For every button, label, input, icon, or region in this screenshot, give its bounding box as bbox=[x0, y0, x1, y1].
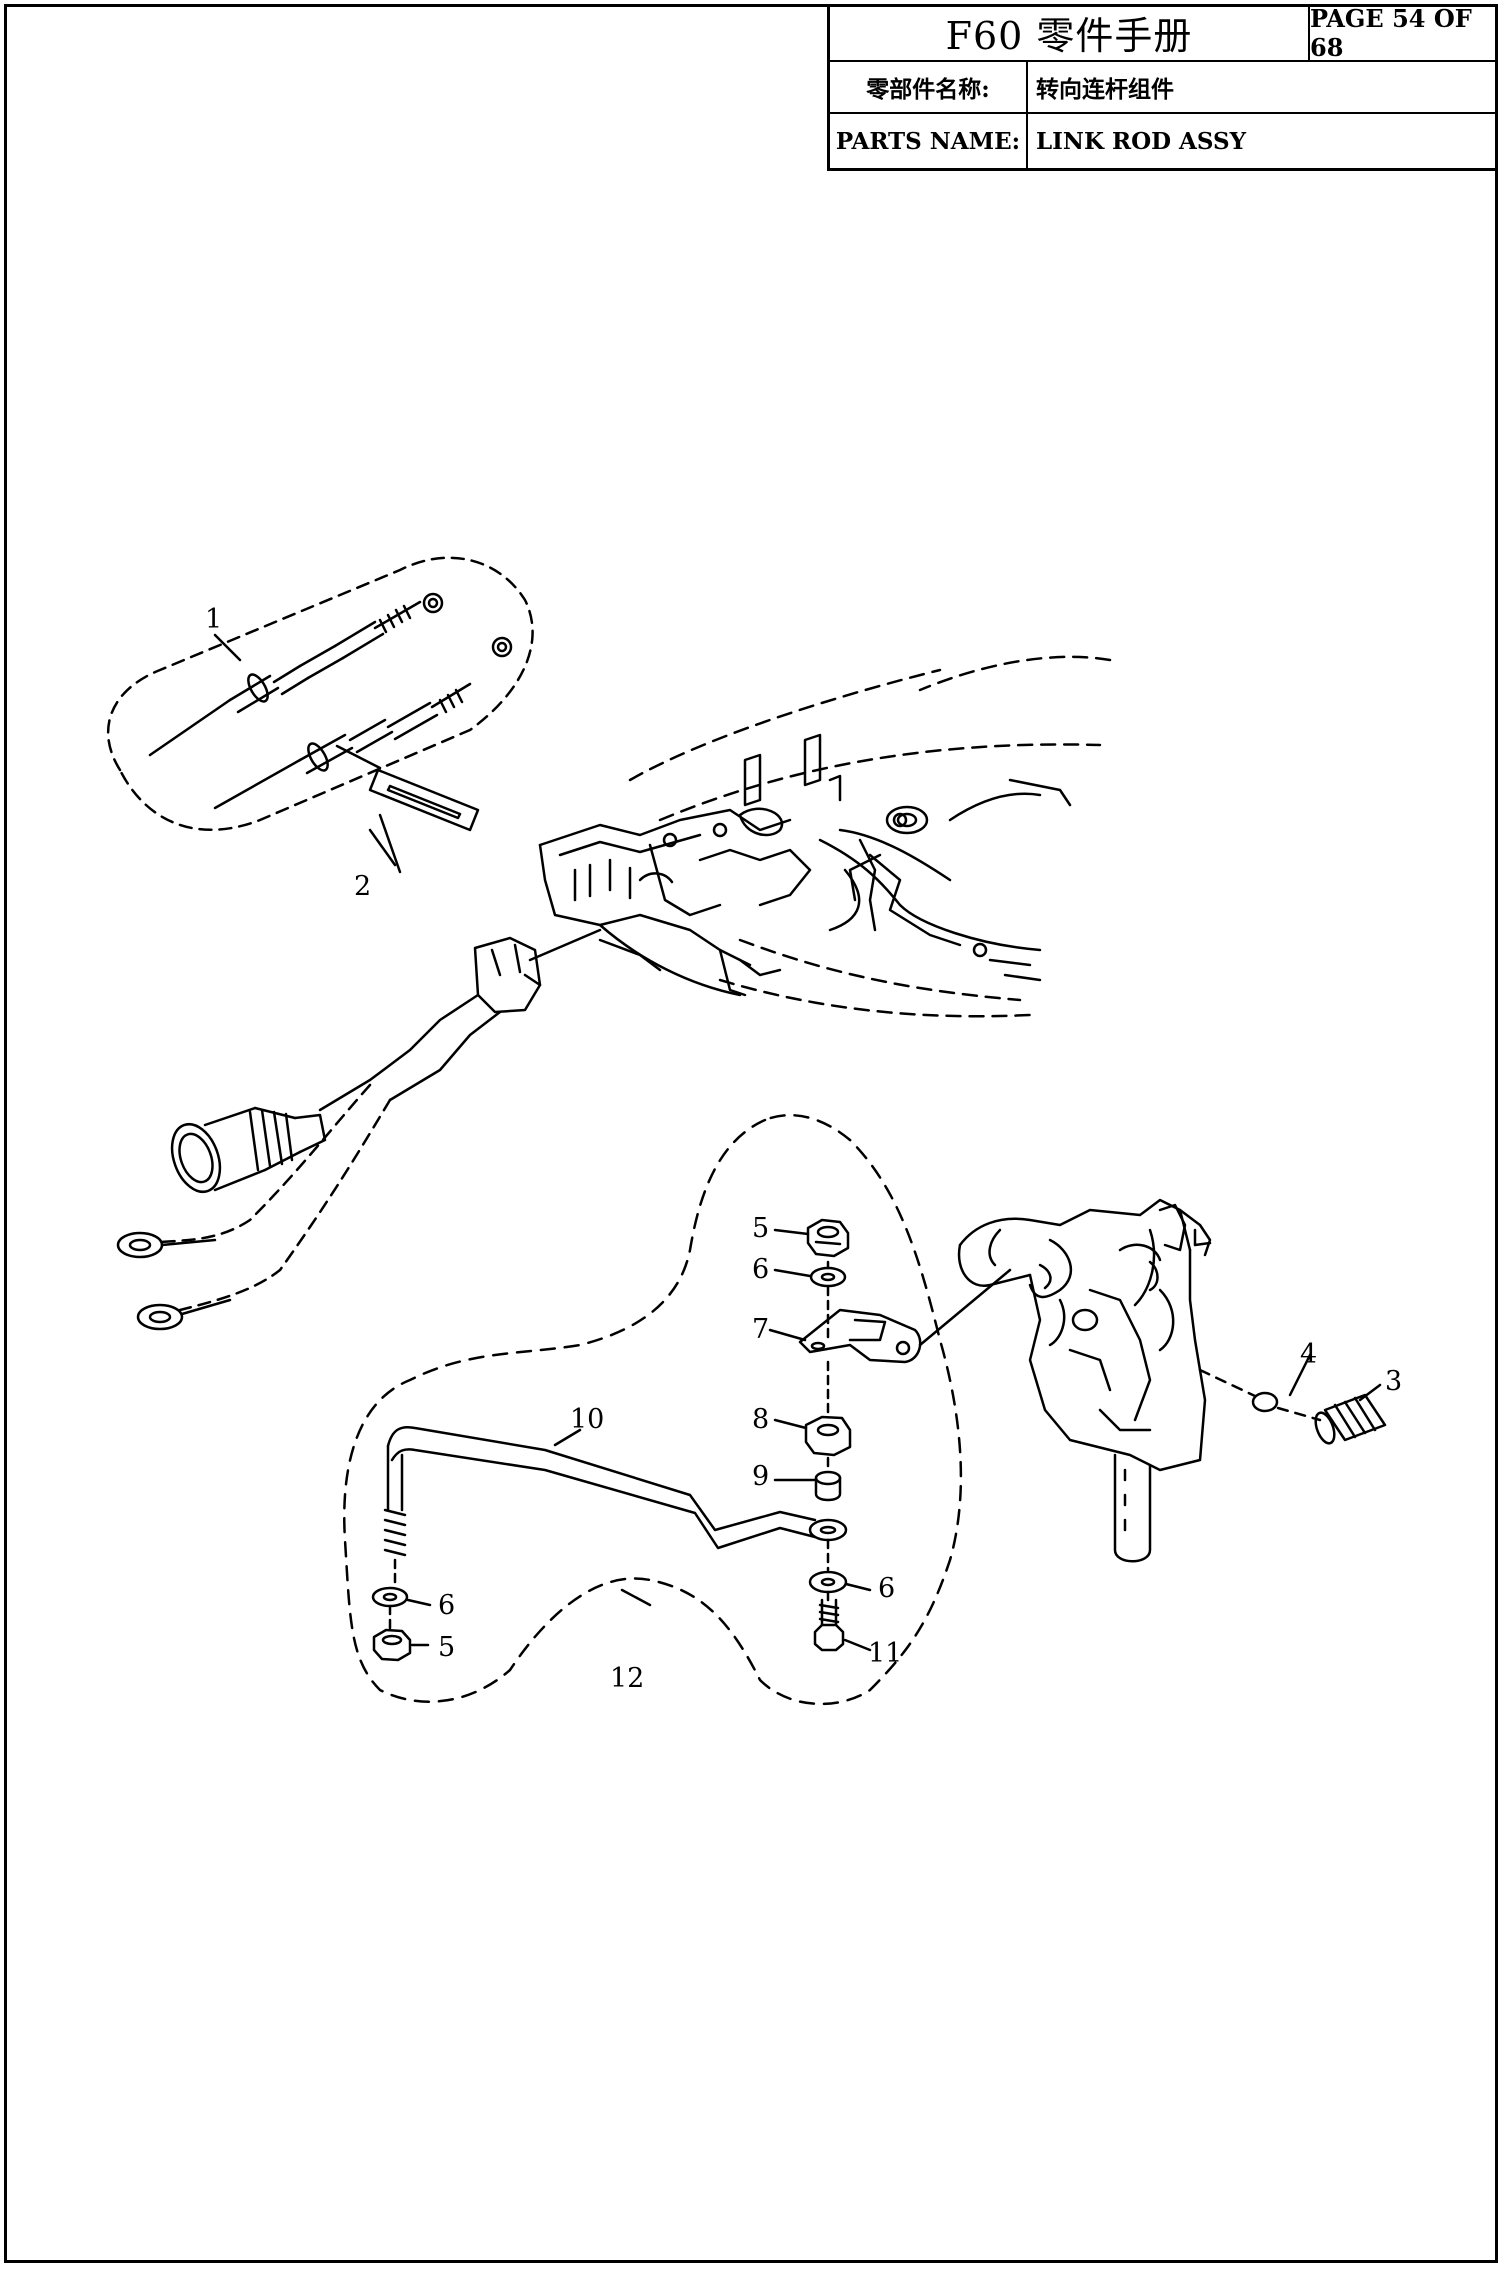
title-row: F60 零件手册 PAGE 54 OF 68 bbox=[830, 4, 1498, 62]
cn-name-row: 零部件名称: 转向连杆组件 bbox=[830, 62, 1498, 114]
steering-bracket bbox=[957, 1198, 1212, 1472]
washer-6-lower-left bbox=[371, 1586, 409, 1608]
callout-6-lower-left: 6 bbox=[438, 1590, 455, 1621]
washer-6-lower-right bbox=[808, 1570, 848, 1594]
callout-5-upper: 5 bbox=[752, 1213, 769, 1244]
steering-shaft bbox=[1113, 1453, 1152, 1563]
callout-4: 4 bbox=[1300, 1339, 1317, 1370]
cn-name-value: 转向连杆组件 bbox=[1036, 76, 1174, 103]
callout-10: 10 bbox=[570, 1404, 604, 1435]
callout-1: 1 bbox=[205, 604, 222, 635]
callout-7: 7 bbox=[752, 1314, 769, 1345]
callout-3: 3 bbox=[1385, 1366, 1402, 1397]
parts-name-row: PARTS NAME: LINK ROD ASSY bbox=[830, 114, 1498, 168]
callout-5-lower: 5 bbox=[438, 1632, 455, 1663]
nut-5-upper bbox=[806, 1218, 850, 1258]
leader-lines bbox=[213, 633, 1382, 1652]
washer-6-upper bbox=[809, 1266, 847, 1288]
cable-retainer-plate bbox=[335, 744, 480, 874]
callout-12: 12 bbox=[610, 1663, 644, 1694]
steering-bushing bbox=[1314, 1393, 1387, 1445]
harness-connector-plug bbox=[170, 1106, 327, 1193]
bolt-11 bbox=[813, 1598, 845, 1652]
document-title: F60 零件手册 bbox=[945, 14, 1193, 58]
link-bracket bbox=[798, 1308, 922, 1364]
nut-5-lower bbox=[372, 1628, 412, 1662]
engine-tray-assembly bbox=[538, 655, 1112, 1018]
o-ring bbox=[1251, 1391, 1279, 1413]
callout-labels: 1 2 3 4 5 6 7 8 9 10 6 6 5 11 12 bbox=[205, 604, 1402, 1694]
title-block: F60 零件手册 PAGE 54 OF 68 零部件名称: 转向连杆组件 PAR… bbox=[827, 4, 1498, 171]
parts-name-value: LINK ROD ASSY bbox=[1036, 127, 1247, 155]
callout-11: 11 bbox=[868, 1638, 902, 1669]
collar-9 bbox=[814, 1470, 842, 1502]
ground-leads bbox=[158, 1083, 392, 1312]
ring-terminals bbox=[116, 1231, 232, 1331]
wire-harness-grommet bbox=[318, 928, 602, 1112]
remote-control-cable-1 bbox=[148, 592, 444, 757]
nut-8 bbox=[804, 1415, 852, 1457]
parts-name-label: PARTS NAME: bbox=[830, 114, 1028, 168]
drawing-sheet-border bbox=[4, 4, 1498, 2263]
callout-9: 9 bbox=[752, 1461, 769, 1492]
link-rod-assy-dashed-outline bbox=[343, 1113, 963, 1706]
cable-group-dashed-outline bbox=[106, 556, 534, 832]
remote-control-cable-2 bbox=[213, 636, 513, 810]
cn-name-label: 零部件名称: bbox=[830, 62, 1028, 112]
callout-2: 2 bbox=[354, 871, 371, 902]
callout-6-upper: 6 bbox=[752, 1254, 769, 1285]
callout-8: 8 bbox=[752, 1404, 769, 1435]
link-rod bbox=[383, 1426, 848, 1557]
page-number: PAGE 54 OF 68 bbox=[1308, 4, 1498, 62]
callout-6-lower-right: 6 bbox=[878, 1573, 895, 1604]
